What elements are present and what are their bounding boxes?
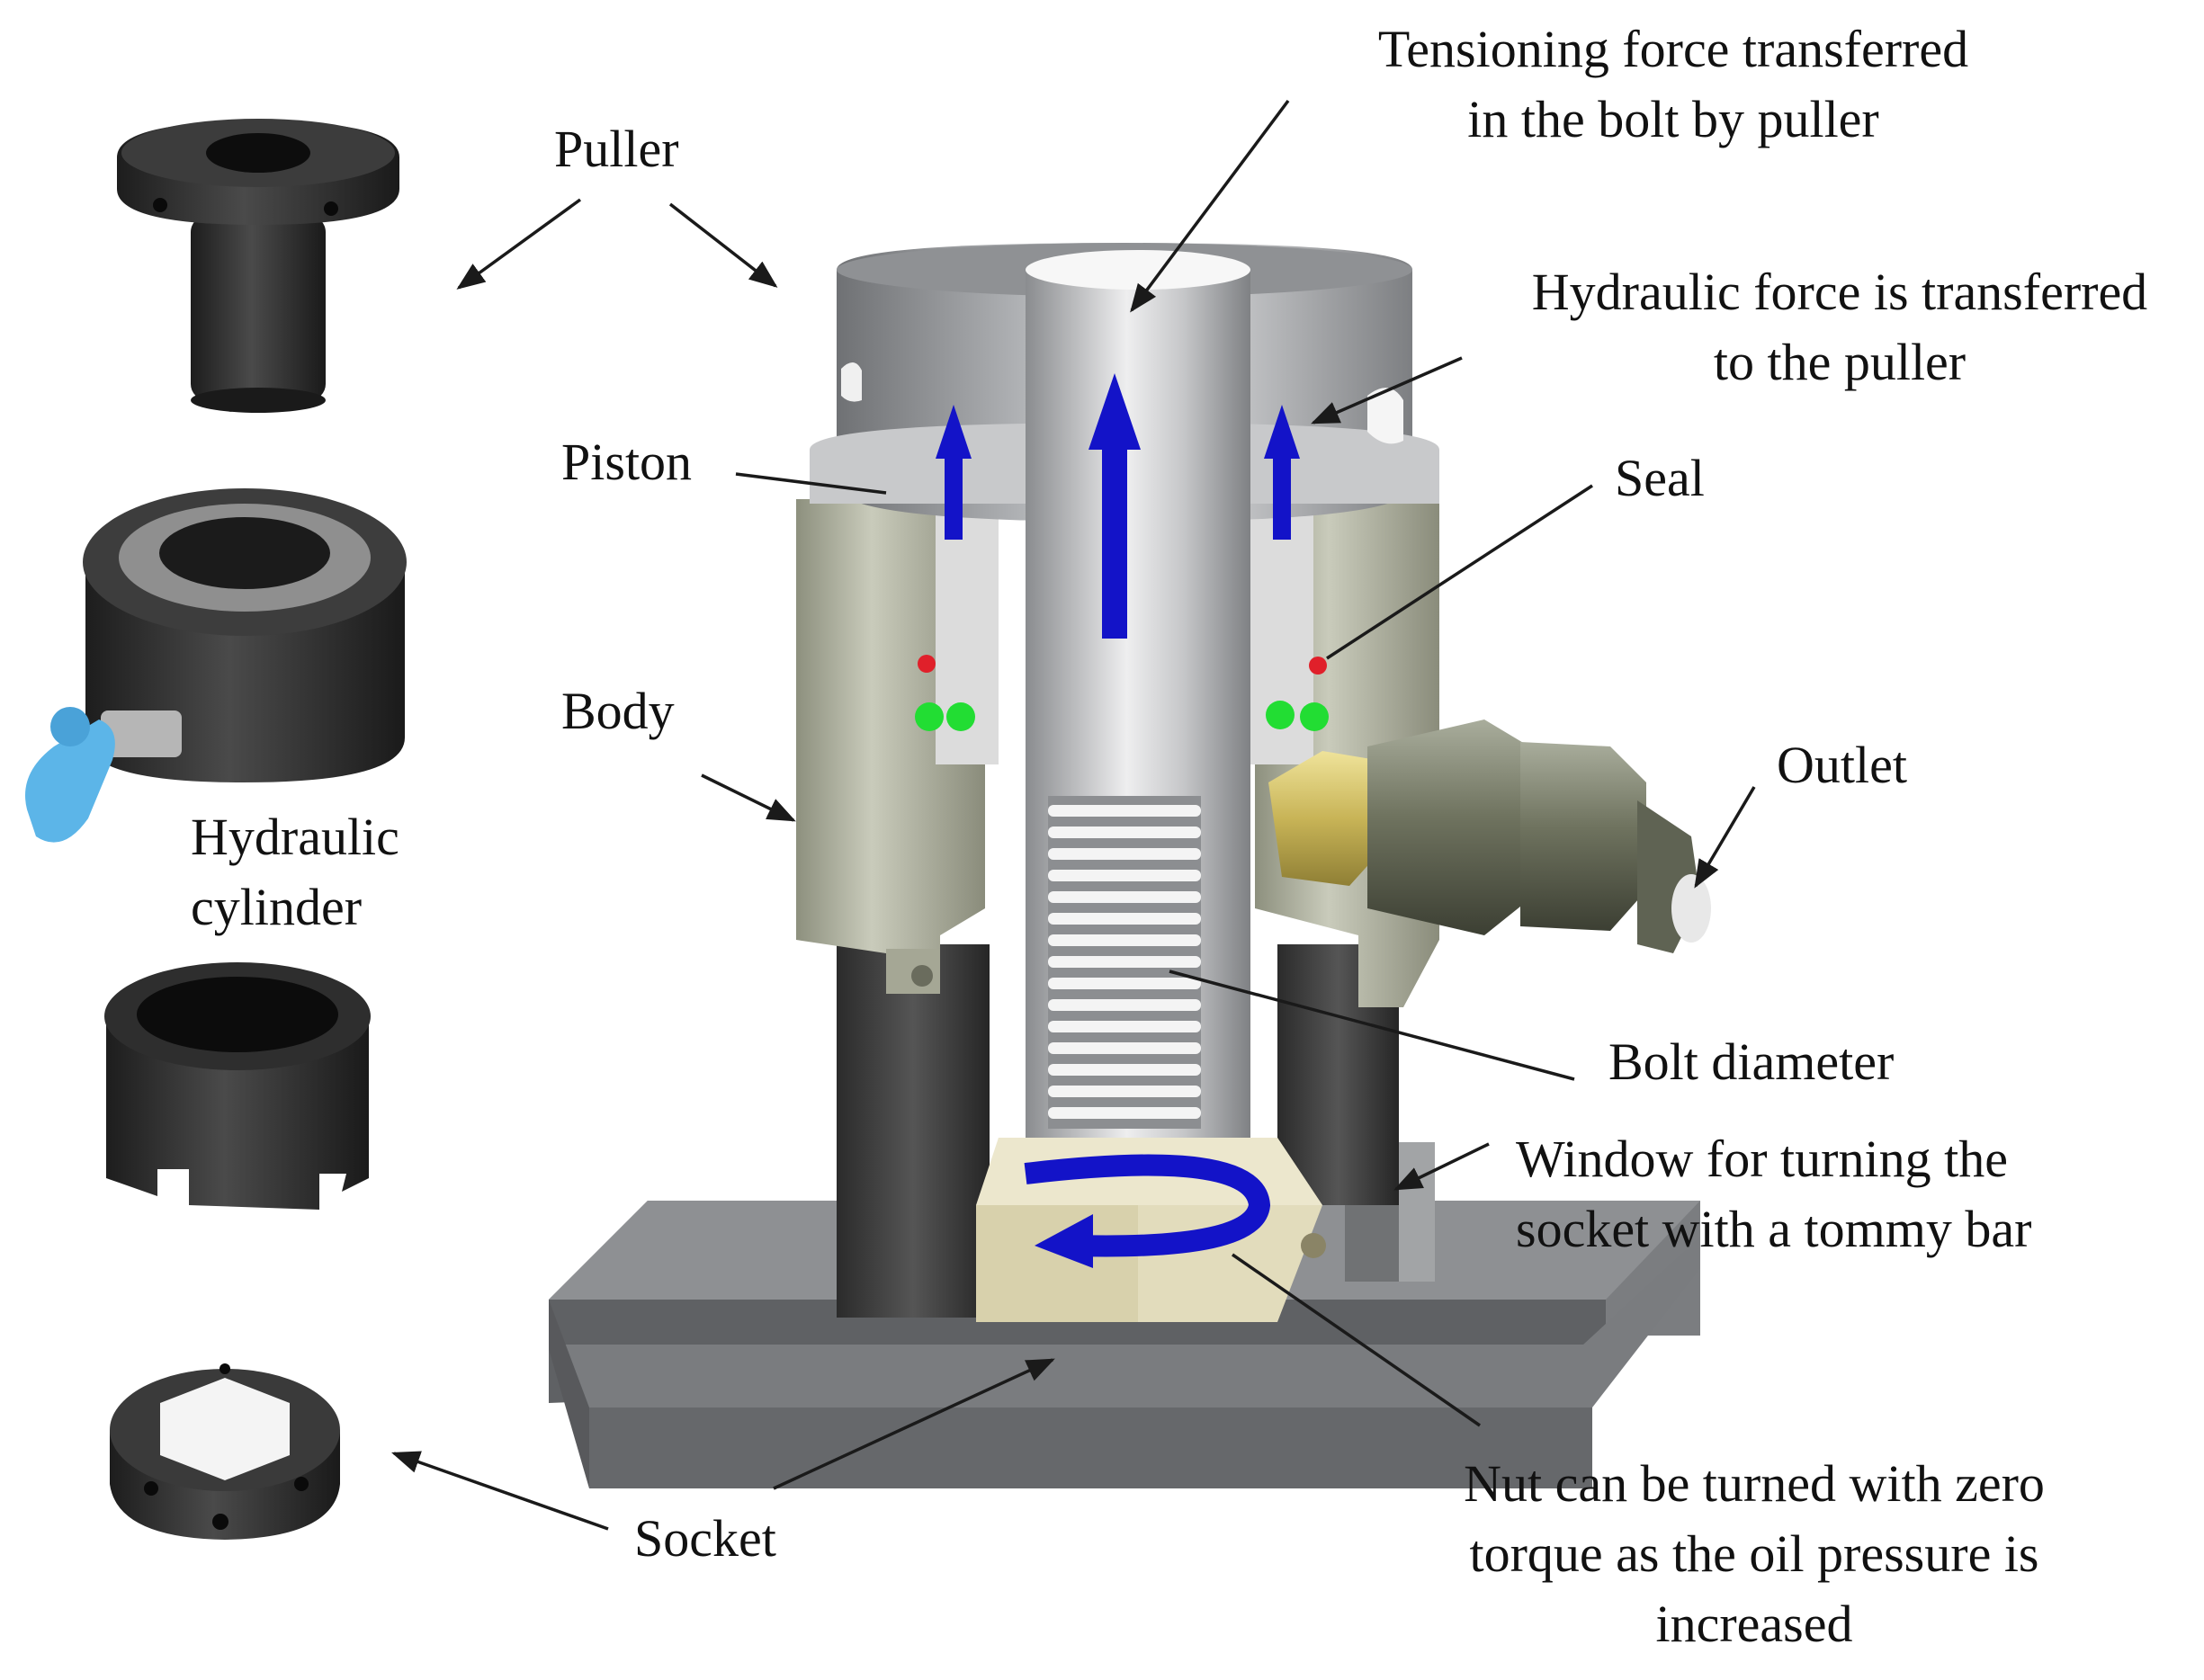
seal-green-left-1 (915, 702, 944, 731)
label-hydraulic-cylinder-line1: Hydraulic (191, 808, 399, 866)
socket-part-icon (110, 1363, 340, 1540)
force-arrow-left-shaft (945, 454, 963, 540)
label-tensioning-force: Tensioning force transferred in the bolt… (1304, 14, 2042, 155)
label-seal: Seal (1615, 449, 1705, 507)
thread-ridge (1048, 1107, 1201, 1119)
thread-ridge (1048, 956, 1201, 968)
label-outlet: Outlet (1777, 736, 1907, 794)
label-puller: Puller (554, 120, 679, 178)
label-hydraulic-cylinder: Hydraulic cylinder (191, 802, 399, 943)
label-body: Body (561, 682, 675, 740)
label-nut-line3: increased (1655, 1595, 1853, 1653)
label-tensioning-force-line1: Tensioning force transferred (1377, 20, 1969, 78)
leader-hydraulic-force (1311, 356, 1463, 424)
force-arrow-left-head (936, 405, 972, 459)
puller-part-icon (117, 119, 399, 413)
seal-green-left-2 (946, 702, 975, 731)
thread-ridge (1048, 891, 1201, 903)
blue-dust-cap-icon (25, 719, 115, 843)
force-arrow-center-head (1089, 373, 1141, 450)
leader-window (1393, 1142, 1490, 1191)
label-socket: Socket (634, 1509, 776, 1568)
label-hydraulic-force-line2: to the puller (1713, 333, 1967, 391)
force-arrows (936, 373, 1300, 1268)
seal-red-right (1309, 657, 1327, 675)
label-nut-line2: torque as the oil pressure is (1469, 1524, 2039, 1583)
thread-ridge (1048, 1042, 1201, 1054)
leader-socket-part (391, 1451, 609, 1531)
thread-ridge (1048, 913, 1201, 925)
socket-window-post (1345, 1142, 1435, 1282)
force-arrow-right-shaft (1273, 454, 1291, 540)
thread-ridge (1048, 978, 1201, 989)
leader-outlet (1694, 786, 1756, 889)
leader-lines (391, 99, 1756, 1531)
label-nut-line1: Nut can be turned with zero (1464, 1454, 2045, 1513)
label-hydraulic-cylinder-line2: cylinder (191, 878, 363, 936)
label-hydraulic-force-line1: Hydraulic force is transferred (1531, 263, 2148, 321)
leader-piston (735, 472, 887, 495)
leader-tensioning (1130, 99, 1290, 313)
label-piston: Piston (561, 433, 693, 491)
seal-red-left (918, 655, 936, 673)
rotation-arrow-head (1035, 1214, 1093, 1268)
hydraulic-cylinder-part-icon (25, 488, 407, 843)
leader-puller-right (668, 202, 778, 288)
leader-puller-left (456, 198, 582, 290)
thread-ridge (1048, 999, 1201, 1011)
leader-body (701, 773, 796, 822)
label-nut: Nut can be turned with zero torque as th… (1403, 1449, 2105, 1659)
leader-nut (1232, 1253, 1481, 1427)
force-arrow-right-head (1264, 405, 1300, 459)
label-window-line1: Window for turning the (1516, 1130, 2008, 1188)
seal-markers (915, 655, 1329, 731)
thread-ridge (1048, 805, 1201, 817)
leader-bolt-diameter (1169, 970, 1575, 1081)
force-arrow-center-shaft (1102, 445, 1127, 639)
bolt-thread (1048, 796, 1201, 1129)
thread-ridge (1048, 1086, 1201, 1097)
label-bolt-diameter: Bolt diameter (1608, 1032, 1895, 1091)
leader-socket-base (773, 1358, 1055, 1490)
thread-ridge (1048, 827, 1201, 838)
thread-ridge (1048, 870, 1201, 881)
label-window-line2: socket with a tommy bar (1516, 1200, 2032, 1258)
bridge-part-icon (104, 962, 371, 1210)
thread-ridge (1048, 1021, 1201, 1032)
thread-ridge (1048, 848, 1201, 860)
label-hydraulic-force: Hydraulic force is transferred to the pu… (1484, 257, 2195, 398)
seal-green-right-2 (1300, 702, 1329, 731)
thread-ridge (1048, 934, 1201, 946)
label-tensioning-force-line2: in the bolt by puller (1467, 90, 1879, 148)
thread-ridge (1048, 1064, 1201, 1076)
label-window: Window for turning the socket with a tom… (1516, 1124, 2031, 1264)
leader-seal (1326, 484, 1593, 660)
outlet-fitting (1268, 719, 1711, 953)
rotation-arrow (1024, 1154, 1271, 1257)
seal-green-right-1 (1266, 701, 1295, 729)
